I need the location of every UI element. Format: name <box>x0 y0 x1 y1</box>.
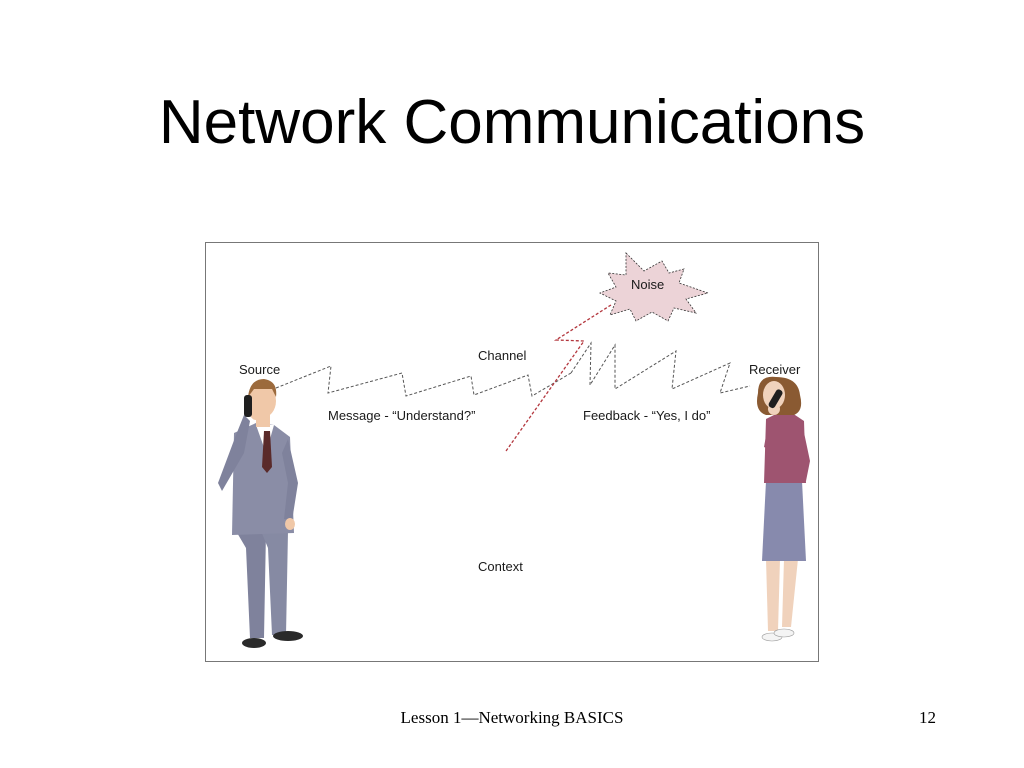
diagram-canvas: Source Receiver Channel Noise Message - … <box>218 252 810 648</box>
noise-cloud <box>599 252 710 322</box>
page-number: 12 <box>919 708 936 727</box>
receiver-woman-figure <box>757 376 810 642</box>
channel-label: Channel <box>478 348 527 363</box>
feedback-label: Feedback - “Yes, I do” <box>583 408 710 423</box>
communication-diagram: Source Receiver Channel Noise Message - … <box>205 242 819 662</box>
message-signal-line <box>275 365 572 397</box>
noise-label: Noise <box>631 277 664 292</box>
feedback-signal-line <box>570 341 751 394</box>
noise-interference-line <box>505 304 612 452</box>
context-label: Context <box>478 559 523 574</box>
message-label: Message - “Understand?” <box>328 408 475 423</box>
source-label: Source <box>239 362 280 377</box>
footer-lesson-title: Lesson 1—Networking BASICS <box>400 708 624 727</box>
slide-title: Network Communications <box>158 88 866 157</box>
source-man-figure <box>218 379 303 648</box>
receiver-label: Receiver <box>749 362 801 377</box>
